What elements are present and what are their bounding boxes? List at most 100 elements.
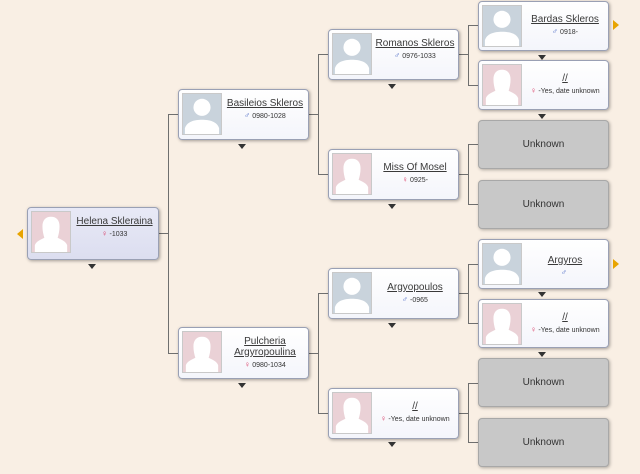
navigate-children-arrow[interactable] [17, 229, 23, 239]
connector-line [468, 85, 478, 86]
person-name-link[interactable]: Helena Skleraina [76, 216, 153, 227]
navigate-ancestors-arrow[interactable] [613, 259, 619, 269]
person-name-link[interactable]: // [412, 401, 418, 412]
connector-line [168, 114, 169, 353]
female-symbol-icon: ♀ [380, 414, 387, 423]
male-silhouette-icon [332, 33, 372, 75]
expand-toggle[interactable] [388, 323, 396, 328]
female-silhouette-icon [482, 64, 522, 106]
person-card-unnamed-argyro-mother[interactable]: // ♀-Yes, date unknown [478, 299, 609, 348]
person-name-link[interactable]: Miss Of Mosel [383, 162, 447, 173]
expand-toggle[interactable] [88, 264, 96, 269]
connector-line [468, 442, 478, 443]
connector-line [318, 54, 328, 55]
unknown-ancestor-box[interactable]: Unknown [478, 120, 609, 169]
person-name-link[interactable]: // [562, 73, 568, 84]
expand-toggle[interactable] [538, 55, 546, 60]
dates-text: 0918- [560, 29, 578, 36]
navigate-ancestors-arrow[interactable] [613, 20, 619, 30]
person-card-romanos[interactable]: Romanos Skleros ♂0976-1033 [328, 29, 459, 80]
connector-line [468, 323, 478, 324]
connector-line [468, 25, 478, 26]
person-name-link[interactable]: Argyopoulos [387, 282, 443, 293]
female-symbol-icon: ♀ [530, 86, 537, 95]
person-name-link[interactable]: // [562, 312, 568, 323]
expand-toggle[interactable] [388, 442, 396, 447]
person-card-helena[interactable]: Helena Skleraina ♀-1033 [27, 207, 159, 260]
connector-line [168, 353, 178, 354]
expand-toggle[interactable] [538, 114, 546, 119]
person-dates: ♂ [525, 268, 605, 278]
male-symbol-icon: ♂ [244, 111, 251, 120]
connector-line [309, 114, 318, 115]
male-symbol-icon: ♂ [561, 268, 567, 277]
dates-text: -Yes, date unknown [538, 88, 600, 95]
female-silhouette-icon [482, 303, 522, 345]
person-name-link[interactable]: Romanos Skleros [375, 38, 455, 49]
person-dates: ♂0980-1028 [225, 111, 305, 121]
connector-line [468, 25, 469, 86]
person-dates: ♀0925- [375, 175, 455, 185]
dates-text: -Yes, date unknown [388, 416, 450, 423]
male-silhouette-icon [182, 93, 222, 135]
female-silhouette-icon [332, 392, 372, 434]
person-card-basileios[interactable]: Basileios Skleros ♂0980-1028 [178, 89, 309, 140]
female-silhouette-icon [332, 153, 372, 195]
unknown-ancestor-box[interactable]: Unknown [478, 358, 609, 407]
connector-line [459, 413, 468, 414]
connector-line [468, 383, 478, 384]
connector-line [318, 293, 328, 294]
male-symbol-icon: ♂ [552, 27, 559, 36]
connector-line [468, 383, 469, 443]
expand-toggle[interactable] [538, 292, 546, 297]
expand-toggle[interactable] [388, 84, 396, 89]
connector-line [318, 54, 319, 175]
expand-toggle[interactable] [238, 144, 246, 149]
male-silhouette-icon [332, 272, 372, 314]
connector-line [468, 264, 478, 265]
expand-toggle[interactable] [538, 352, 546, 357]
dates-text: -Yes, date unknown [538, 327, 600, 334]
unknown-ancestor-box[interactable]: Unknown [478, 180, 609, 229]
connector-line [309, 353, 318, 354]
male-symbol-icon: ♂ [402, 295, 409, 304]
person-card-argyopoulos[interactable]: Argyopoulos ♂-0965 [328, 268, 459, 319]
person-card-bardas[interactable]: Bardas Skleros ♂0918- [478, 1, 609, 51]
female-symbol-icon: ♀ [402, 175, 409, 184]
dates-text: 0980-1028 [252, 113, 286, 120]
person-card-unnamed-mother[interactable]: // ♀-Yes, date unknown [328, 388, 459, 439]
connector-line [318, 174, 328, 175]
dates-text: -1033 [109, 231, 128, 238]
connector-line [168, 114, 178, 115]
dates-text: 0980-1034 [252, 362, 286, 369]
person-dates: ♀-Yes, date unknown [525, 86, 605, 96]
person-name-link[interactable]: Argyros [547, 255, 583, 266]
female-silhouette-icon [182, 331, 222, 373]
person-card-miss-mosel[interactable]: Miss Of Mosel ♀0925- [328, 149, 459, 200]
connector-line [468, 144, 478, 145]
connector-line [159, 233, 168, 234]
female-symbol-icon: ♀ [244, 360, 251, 369]
person-card-unnamed-romanos-mother[interactable]: // ♀-Yes, date unknown [478, 60, 609, 110]
female-symbol-icon: ♀ [101, 229, 108, 238]
connector-line [468, 204, 478, 205]
person-name-link[interactable]: Basileios Skleros [226, 98, 304, 109]
expand-toggle[interactable] [238, 383, 246, 388]
connector-line [459, 174, 468, 175]
person-dates: ♀0980-1034 [225, 360, 305, 370]
dates-text: -0965 [410, 297, 428, 304]
dates-text: 0925- [410, 177, 428, 184]
person-name-link[interactable]: Bardas Skleros [531, 14, 599, 25]
person-card-pulcheria[interactable]: Pulcheria Argyropoulina ♀0980-1034 [178, 327, 309, 379]
person-dates: ♂0976-1033 [375, 51, 455, 61]
connector-line [468, 144, 469, 205]
female-symbol-icon: ♀ [530, 325, 537, 334]
person-name-link[interactable]: Pulcheria Argyropoulina [234, 336, 296, 358]
person-card-argyros[interactable]: Argyros ♂ [478, 239, 609, 289]
person-dates: ♂-0965 [375, 295, 455, 305]
connector-line [318, 293, 319, 413]
unknown-ancestor-box[interactable]: Unknown [478, 418, 609, 467]
expand-toggle[interactable] [388, 204, 396, 209]
person-dates: ♂0918- [525, 27, 605, 37]
